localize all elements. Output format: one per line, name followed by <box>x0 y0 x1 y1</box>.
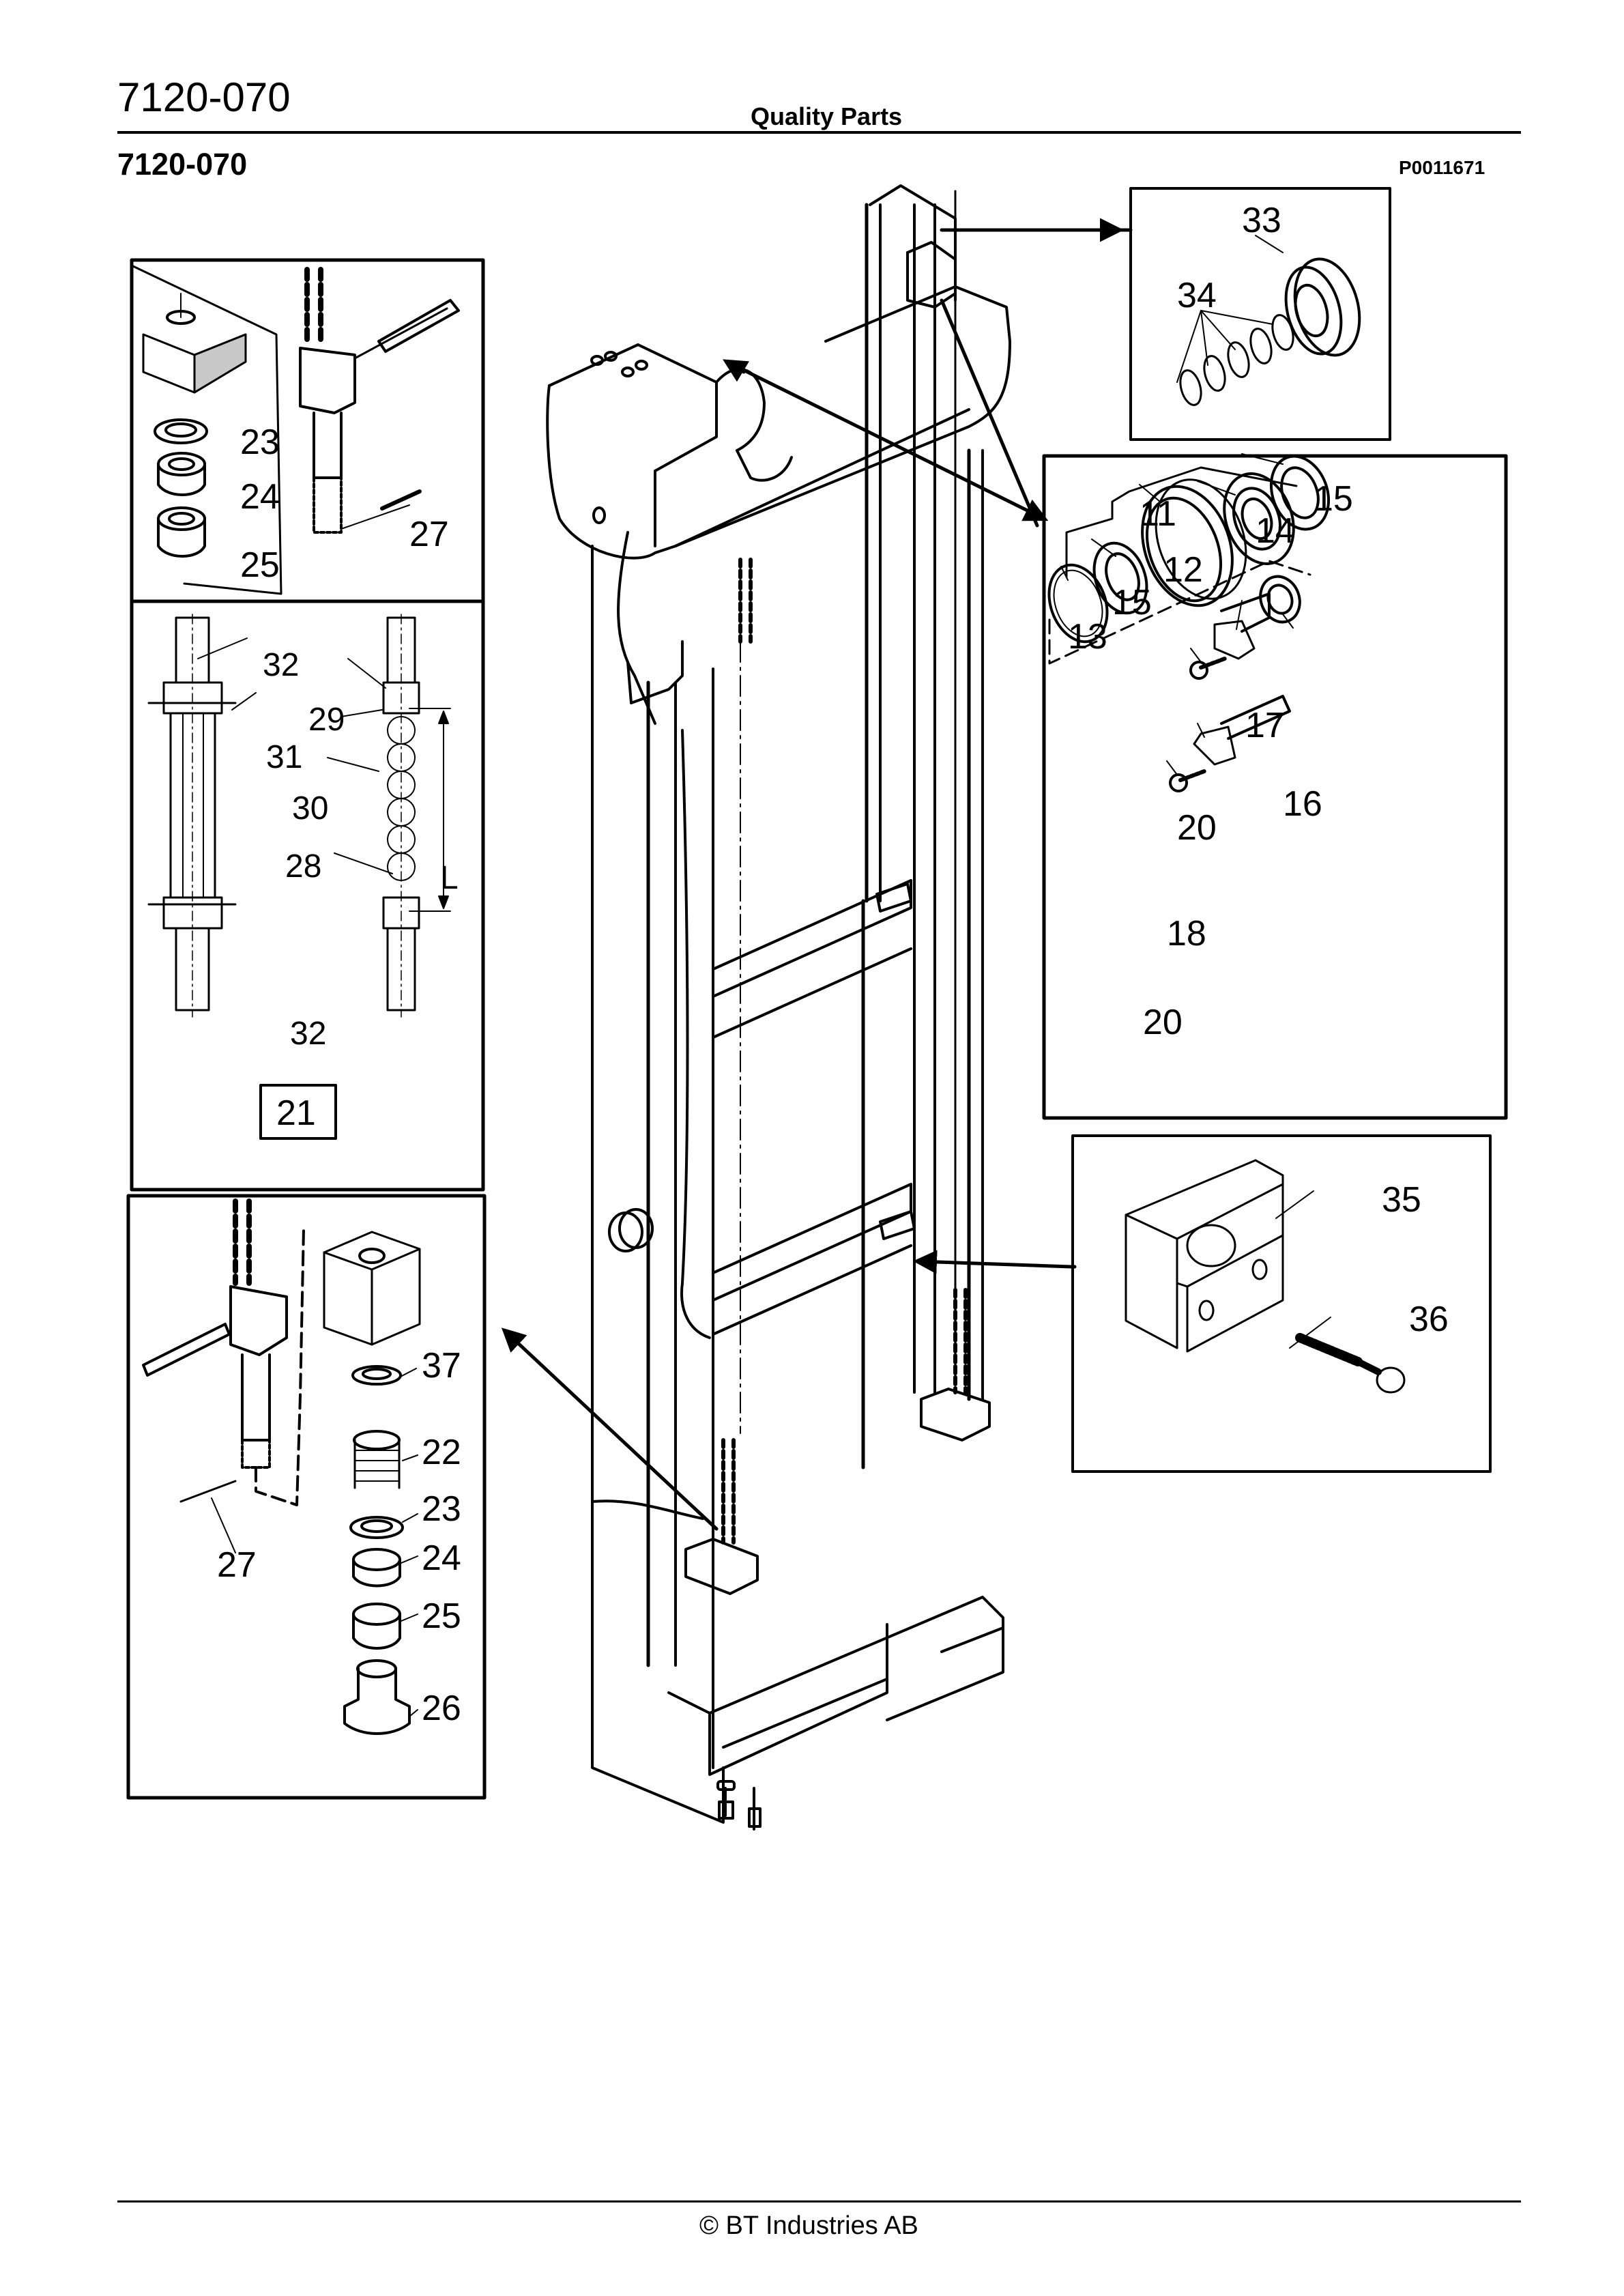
callout-16: 16 <box>1283 784 1322 824</box>
callout-13: 13 <box>1068 617 1107 657</box>
brand-label: Quality Parts <box>751 102 903 130</box>
callout-32-bottom: 32 <box>290 1016 326 1052</box>
mast-assembly <box>546 184 1011 1831</box>
arrow-to-bearing-detail-2 <box>940 298 1039 528</box>
arrow-to-bearing-detail <box>725 360 1049 521</box>
figure-number: P0011671 <box>1399 157 1485 178</box>
callout-17: 17 <box>1245 706 1285 745</box>
callout-25b: 25 <box>422 1596 461 1636</box>
detail-right-bearing-set <box>1042 453 1508 1120</box>
detail-top-right-roller <box>1116 187 1391 441</box>
section-code: 7120-070 <box>117 147 248 182</box>
detail-right-clamp <box>1071 1134 1492 1473</box>
callout-33: 33 <box>1242 201 1281 240</box>
callout-29: 29 <box>308 702 345 738</box>
arrow-from-clamp-detail <box>913 1250 1073 1274</box>
callout-14: 14 <box>1256 511 1295 551</box>
callout-box-21 <box>259 1084 337 1140</box>
callout-15-left: 15 <box>1112 583 1152 622</box>
callout-25: 25 <box>240 545 280 585</box>
callout-26: 26 <box>422 1689 461 1728</box>
callout-20-top: 20 <box>1177 808 1217 848</box>
detail-bottom-left-anchor <box>126 1194 487 1800</box>
callout-12: 12 <box>1163 550 1203 590</box>
callout-36: 36 <box>1409 1300 1449 1339</box>
header-rule <box>117 131 1521 134</box>
callout-15-top: 15 <box>1314 479 1353 519</box>
callout-37: 37 <box>422 1346 461 1386</box>
callout-23: 23 <box>240 422 280 462</box>
callout-34: 34 <box>1177 276 1217 315</box>
callout-27b: 27 <box>217 1545 257 1585</box>
copyright-footer: © BT Industries AB <box>699 2211 918 2240</box>
callout-24: 24 <box>240 477 280 517</box>
callout-18: 18 <box>1167 914 1206 953</box>
detail-chain <box>130 599 485 1192</box>
callout-21: 21 <box>276 1093 316 1133</box>
callout-20-bottom: 20 <box>1143 1003 1183 1042</box>
callout-labels: 23 24 25 27 32 31 29 30 28 32 L 21 37 22… <box>217 201 1449 1728</box>
arrow-to-anchor-detail <box>501 1328 719 1531</box>
footer-rule <box>117 2200 1521 2202</box>
callout-11: 11 <box>1140 494 1176 534</box>
callout-22: 22 <box>422 1433 461 1472</box>
callout-32-top: 32 <box>263 647 299 683</box>
dimension-label-l: L <box>440 860 459 896</box>
callout-31: 31 <box>266 739 302 775</box>
callout-35: 35 <box>1382 1180 1421 1220</box>
document-code: 7120-070 <box>117 74 291 120</box>
detail-top-left-anchor <box>130 258 485 603</box>
callout-23b: 23 <box>422 1489 461 1529</box>
callout-28: 28 <box>285 848 321 885</box>
callout-27: 27 <box>409 515 449 554</box>
callout-24b: 24 <box>422 1538 461 1578</box>
callout-30: 30 <box>292 790 328 827</box>
pointer-arrows <box>501 218 1124 1531</box>
